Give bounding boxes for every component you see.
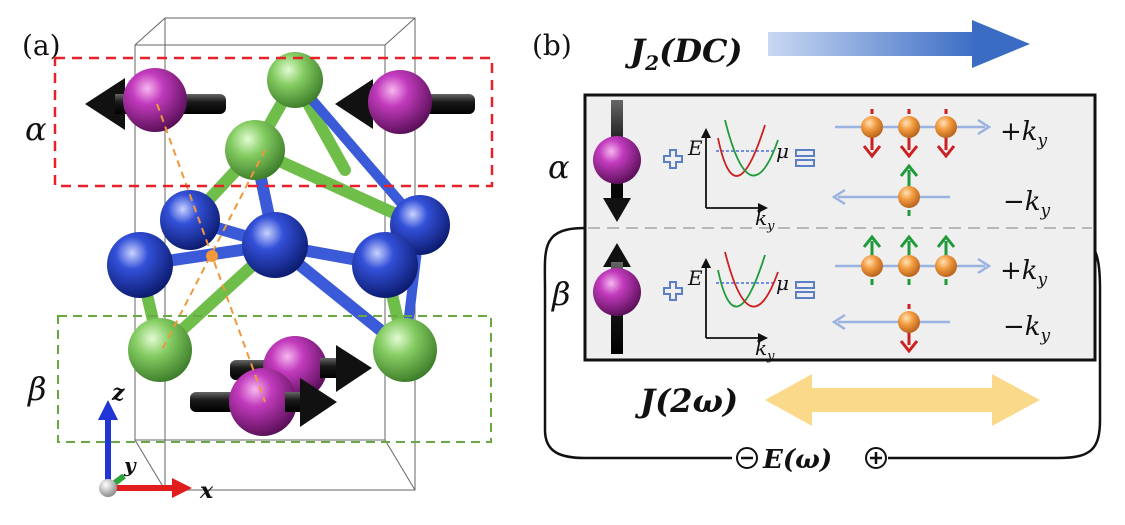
green-atom-lower-left [128, 318, 192, 382]
green-atom-top [267, 52, 323, 108]
green-atom-lower-right [373, 318, 437, 382]
alpha-row: E ky μ [593, 100, 1051, 234]
svg-text:μ: μ [776, 271, 789, 295]
dc-current-label: J2(DC) [624, 32, 743, 75]
alpha-band-diagram: E ky μ [687, 119, 789, 234]
green-atom-upper [225, 120, 285, 180]
beta-minus-electrons [898, 304, 920, 354]
ac-current-label: J(2ω) [634, 382, 738, 420]
beta-cation-front [190, 368, 337, 436]
y-axis-label: y [123, 453, 137, 477]
beta-label-b: β [551, 275, 571, 313]
alpha-cation-left [85, 68, 226, 132]
x-axis-label: x [199, 478, 214, 504]
inversion-center [206, 250, 218, 262]
svg-text:ky: ky [755, 336, 775, 364]
svg-text:μ: μ [776, 139, 789, 163]
blue-atom-left [107, 232, 173, 298]
beta-minus-ky: −ky [1003, 312, 1051, 346]
svg-text:ky: ky [755, 206, 775, 234]
blue-atom-back-left [160, 190, 220, 250]
alpha-plus-electrons [861, 109, 957, 159]
alpha-minus-electrons [898, 163, 920, 216]
beta-label-a: β [27, 370, 47, 408]
alpha-plus-ky: +ky [1000, 117, 1048, 151]
svg-text:E: E [687, 136, 703, 160]
beta-plus-ky: +ky [1000, 256, 1048, 290]
beta-plus-electrons [861, 234, 957, 285]
alpha-minus-ky: −ky [1003, 187, 1051, 221]
alpha-box [53, 56, 494, 188]
panel-a-label: (a) [22, 29, 61, 62]
z-axis-label: z [111, 380, 125, 406]
dc-current-arrow [768, 20, 1030, 68]
coordinate-axes: z y x [98, 380, 214, 504]
beta-box [57, 315, 492, 443]
source-label: E(ω) [762, 445, 832, 475]
blue-atom-right [352, 232, 418, 298]
panel-a: (a) [22, 17, 494, 504]
ac-current-arrow [765, 374, 1040, 426]
plus-icon [663, 149, 683, 169]
alpha-label-b: α [548, 148, 570, 186]
ac-source: E(ω) [736, 445, 887, 475]
beta-row: E ky μ [593, 234, 1051, 364]
panel-b-label: (b) [532, 29, 572, 62]
alpha-cation-right [335, 70, 475, 134]
equals-icon [795, 281, 815, 299]
alpha-label-a: α [25, 110, 47, 148]
svg-text:E: E [687, 266, 703, 290]
beta-band-diagram: E ky μ [687, 251, 789, 364]
equals-icon [795, 149, 815, 167]
plus-icon [663, 281, 683, 301]
blue-atom-center [242, 212, 308, 278]
panel-b: (b) J2(DC) E(ω) J(2ω) α [532, 20, 1102, 475]
